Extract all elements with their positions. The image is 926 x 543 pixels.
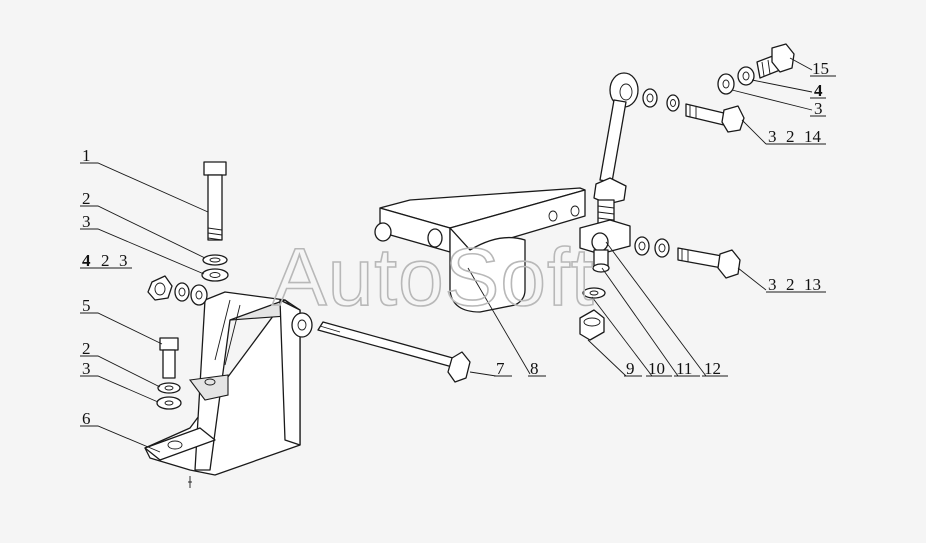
washer-2-side (174, 282, 190, 302)
callout-labels: 1 2 3 4 2 3 5 2 3 6 7 8 9 10 11 12 3 2 1… (80, 59, 836, 428)
callout-1: 1 (82, 146, 91, 165)
callout-14-3: 3 (768, 127, 777, 146)
callout-13: 13 (804, 275, 821, 294)
callout-11: 11 (676, 359, 692, 378)
callout-15-4: 4 (814, 81, 823, 100)
washer-3-side (190, 284, 208, 306)
long-bolt-7 (317, 321, 471, 383)
nut-9 (579, 309, 605, 341)
callout-3-top: 3 (82, 212, 91, 231)
washer-13-b (654, 238, 670, 258)
callout-6: 6 (82, 409, 91, 428)
callout-14-2: 2 (786, 127, 795, 146)
callout-13-3: 3 (768, 275, 777, 294)
callout-9: 9 (626, 359, 635, 378)
callout-10: 10 (648, 359, 665, 378)
callout-2-top: 2 (82, 189, 91, 208)
nut-4 (147, 275, 173, 301)
callout-2-lower: 2 (82, 339, 91, 358)
bolt-15 (756, 43, 795, 79)
washer-2-lower (157, 382, 181, 394)
bolt-1 (203, 161, 227, 241)
callout-3-left: 3 (119, 251, 128, 270)
callout-4-left: 4 (82, 251, 91, 270)
bolt-14 (685, 103, 745, 133)
watermark-text: AutoSoft (272, 232, 595, 323)
washer-14-a (642, 88, 658, 108)
support-bracket (144, 291, 313, 488)
washer-13-a (634, 236, 650, 256)
link-rod (593, 72, 639, 231)
washer-3-right (717, 73, 735, 95)
callout-15-3: 3 (814, 99, 823, 118)
washer-3-lower (156, 396, 182, 410)
bracket-arm-8 (374, 187, 586, 313)
callout-12: 12 (704, 359, 721, 378)
bolt-13 (677, 247, 741, 279)
callout-8: 8 (530, 359, 539, 378)
ball-joint-block (579, 219, 631, 273)
callout-15: 15 (812, 59, 829, 78)
washer-3-top (201, 268, 229, 282)
callout-14: 14 (804, 127, 822, 146)
washer-4-right (737, 66, 755, 86)
callout-3-lower: 3 (82, 359, 91, 378)
washer-10 (582, 287, 606, 299)
callout-2-left: 2 (101, 251, 110, 270)
washer-14-b (666, 94, 680, 112)
washer-2-top (202, 254, 228, 266)
bolt-5 (159, 337, 179, 379)
callout-13-2: 2 (786, 275, 795, 294)
callout-5: 5 (82, 296, 91, 315)
callout-7: 7 (496, 359, 505, 378)
